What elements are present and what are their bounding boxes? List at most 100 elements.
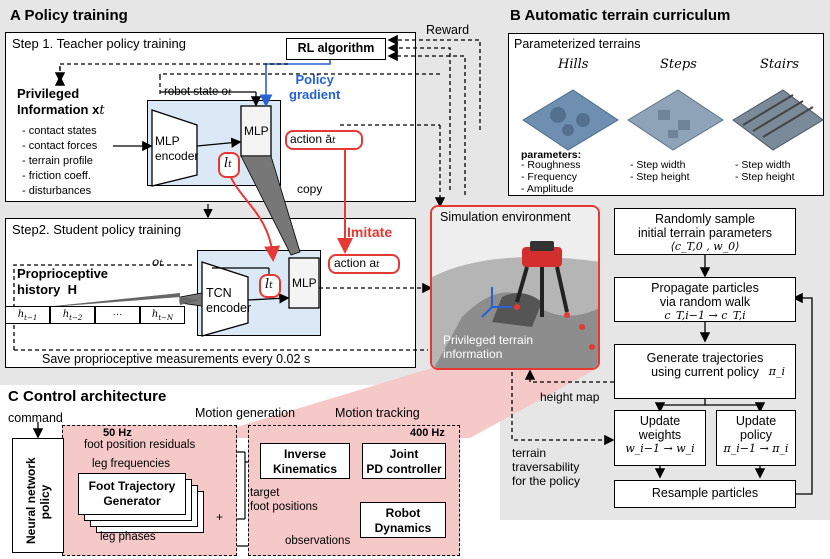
propagate-text: Propagate particles via random walk: [651, 281, 759, 309]
tcn-encoder-shape: [201, 261, 249, 337]
hz400-label: 400 Hz: [410, 427, 445, 439]
history-cell: ···: [95, 306, 140, 324]
policy-gradient-label: Policy gradient: [289, 72, 341, 102]
sample-params-text: Randomly sample initial terrain paramete…: [637, 212, 773, 240]
teacher-action-label: action āt: [290, 132, 336, 146]
step2-label: Step2. Student policy training: [12, 222, 182, 237]
motion-tracking-label: Motion tracking: [335, 406, 420, 420]
sim-env-label: Simulation environment: [440, 210, 571, 224]
student-ot-label: ot: [152, 255, 163, 269]
privileged-item: - disturbances: [22, 185, 92, 197]
height-map-label: height map: [540, 390, 600, 404]
history-cell: ht−2: [50, 306, 95, 324]
hz50-label: 50 Hz: [103, 427, 132, 439]
hills-param: - Amplitude: [521, 183, 574, 195]
teacher-action-text: action ā: [290, 132, 333, 146]
history-strip: ht−1 ht−2 ··· ht−N: [5, 306, 185, 324]
propagate-math: c_T,i−1 → c_T,i: [664, 309, 746, 322]
privileged-item: - terrain profile: [22, 155, 93, 167]
terrain-illustrations: [522, 89, 824, 151]
privileged-item: - contact states: [22, 125, 97, 137]
save-measurements-label: Save proprioceptive measurements every 0…: [42, 352, 311, 366]
hills-terrain: [522, 89, 619, 151]
sim-scene: [432, 207, 598, 368]
steps-params: - Step width - Step height: [630, 159, 690, 183]
sim-env-box: [430, 205, 600, 370]
privileged-info-text: Privileged Information x: [17, 86, 100, 117]
teacher-mlp-label: MLP: [244, 124, 269, 138]
terrain-stairs-label: Stairs: [760, 57, 799, 72]
hills-param: - Roughness: [521, 159, 581, 171]
student-latent-label: lt: [265, 277, 273, 292]
stairs-param: - Step width: [735, 159, 791, 171]
update-policy-text: Update policy: [735, 414, 777, 442]
generate-box: Generate trajectories using current poli…: [614, 344, 796, 399]
latent-text: l: [224, 156, 229, 171]
command-label: command: [8, 411, 63, 425]
update-weights-text: Update weights: [638, 414, 682, 442]
observations-label: observations: [285, 535, 351, 547]
imitate-label: Imitate: [347, 224, 393, 240]
generate-text: Generate trajectories using current poli…: [646, 351, 764, 379]
steps-terrain: [627, 89, 724, 151]
teacher-mlp-box: [240, 105, 272, 157]
student-action-text: action a: [334, 256, 377, 270]
copy-label: copy: [297, 182, 323, 196]
tcn-encoder-label: TCN encoder: [206, 286, 252, 315]
sample-params-box: Randomly sample initial terrain paramete…: [614, 208, 796, 255]
mlp-encoder-shape: [151, 109, 198, 187]
sample-params-math: ⟨c_T,0 , w_0⟩: [670, 240, 740, 253]
proprio-history-label: Proprioceptive history H: [17, 266, 108, 298]
stairs-params: - Step width - Step height: [735, 159, 795, 183]
teacher-action-box: [285, 130, 363, 150]
history-cell: ht−1: [5, 306, 50, 324]
update-weights-box: Update weights w_i−1 → w_i: [614, 410, 706, 466]
proprio-history-text: Proprioceptive history H: [17, 266, 109, 297]
sim-funnel: [200, 368, 598, 438]
privileged-item: - contact forces: [22, 140, 98, 152]
traversability-label: terrain traversability for the policy: [512, 446, 581, 488]
teacher-latent-label: lt: [224, 156, 232, 171]
student-mlp-label: MLP: [292, 276, 317, 290]
update-policy-box: Update policy π_i−1 → π_i: [716, 410, 796, 466]
parameters-label: parameters:: [521, 149, 582, 161]
privileged-info-label: Privileged Information xt: [17, 86, 105, 118]
neural-policy-label: Neural network policy: [24, 457, 52, 544]
privileged-item: - friction coeff.: [22, 170, 91, 182]
motion-generation-label: Motion generation: [195, 406, 296, 420]
propagate-box: Propagate particles via random walk c_T,…: [614, 277, 796, 322]
privileged-list: - contact states - contact forces - terr…: [22, 124, 97, 199]
hills-params: - Roughness - Frequency - Amplitude: [521, 159, 581, 195]
leg-freq-label: leg frequencies: [92, 458, 170, 470]
panel-b-title: B Automatic terrain curriculum: [510, 7, 731, 24]
motion-tracking-region: [248, 425, 460, 556]
student-latent-box: [259, 274, 281, 298]
ot-text: o: [152, 255, 160, 269]
generate-math: π_i: [768, 365, 785, 378]
hills-param: - Frequency: [521, 171, 578, 183]
student-action-label: action at: [334, 256, 380, 270]
priv-terrain-label: Privileged terrain information: [443, 333, 534, 361]
robot-dyn-box: Robot Dynamics: [360, 502, 446, 538]
leg-phases-label: leg phases: [100, 531, 156, 543]
teacher-latent-box: [218, 152, 240, 178]
student-action-box: [328, 254, 400, 274]
history-wedge: [25, 293, 200, 309]
mlp-encoder-label: MLP encoder: [155, 134, 199, 163]
terrain-hills-label: Hills: [558, 57, 589, 72]
student-mlp-box: [288, 257, 320, 309]
steps-param: - Step height: [630, 171, 690, 183]
pd-box: Joint PD controller: [362, 443, 446, 479]
stairs-param: - Step height: [735, 171, 795, 183]
history-cell: ht−N: [140, 306, 185, 324]
steps-param: - Step width: [630, 159, 686, 171]
reward-label: Reward: [426, 23, 470, 37]
panel-c-title: C Control architecture: [8, 388, 167, 405]
foot-pos-res-label: foot position residuals: [84, 439, 196, 451]
latent-text: l: [265, 277, 270, 292]
param-terrains-label: Parameterized terrains: [514, 37, 641, 51]
ik-box: Inverse Kinematics: [260, 443, 350, 479]
stairs-terrain: [732, 89, 824, 151]
sum-label: +: [216, 510, 224, 524]
update-policy-math: π_i−1 → π_i: [723, 442, 789, 455]
